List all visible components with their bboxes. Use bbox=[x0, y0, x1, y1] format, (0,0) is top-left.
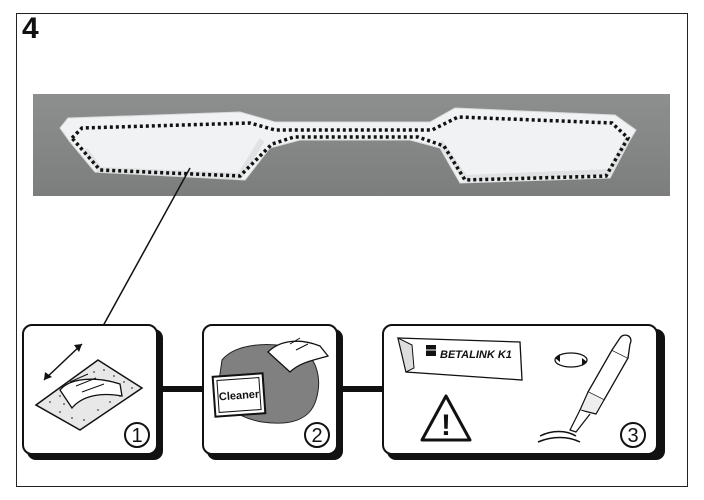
step-panel-1: 1 bbox=[22, 324, 163, 460]
adhesive-cartridge-icon bbox=[397, 337, 523, 381]
rotate-arrow-icon bbox=[554, 352, 588, 368]
step-number-1: 1 bbox=[131, 425, 142, 447]
caulking-tube-icon bbox=[537, 334, 632, 443]
connector-1-2 bbox=[158, 386, 208, 392]
treatment-zone-outline bbox=[69, 115, 631, 182]
cleaner-label: Cleaner bbox=[219, 389, 261, 404]
step-panel-3: BETALINK K1 ! 3 bbox=[382, 324, 665, 460]
step-panel-2: Cleaner 2 bbox=[202, 324, 343, 460]
connector-2-3 bbox=[338, 386, 388, 392]
warning-mark: ! bbox=[441, 409, 451, 442]
product-label: BETALINK K1 bbox=[440, 349, 512, 361]
leader-line bbox=[102, 167, 191, 327]
step-number-3: 3 bbox=[627, 425, 638, 447]
step-number: 4 bbox=[22, 12, 39, 45]
cleaner-wipe-icon bbox=[211, 337, 330, 424]
step-number-2: 2 bbox=[311, 425, 322, 447]
spoiler-part bbox=[59, 107, 637, 184]
warning-icon bbox=[420, 394, 472, 442]
sanding-pad-icon bbox=[34, 343, 144, 431]
